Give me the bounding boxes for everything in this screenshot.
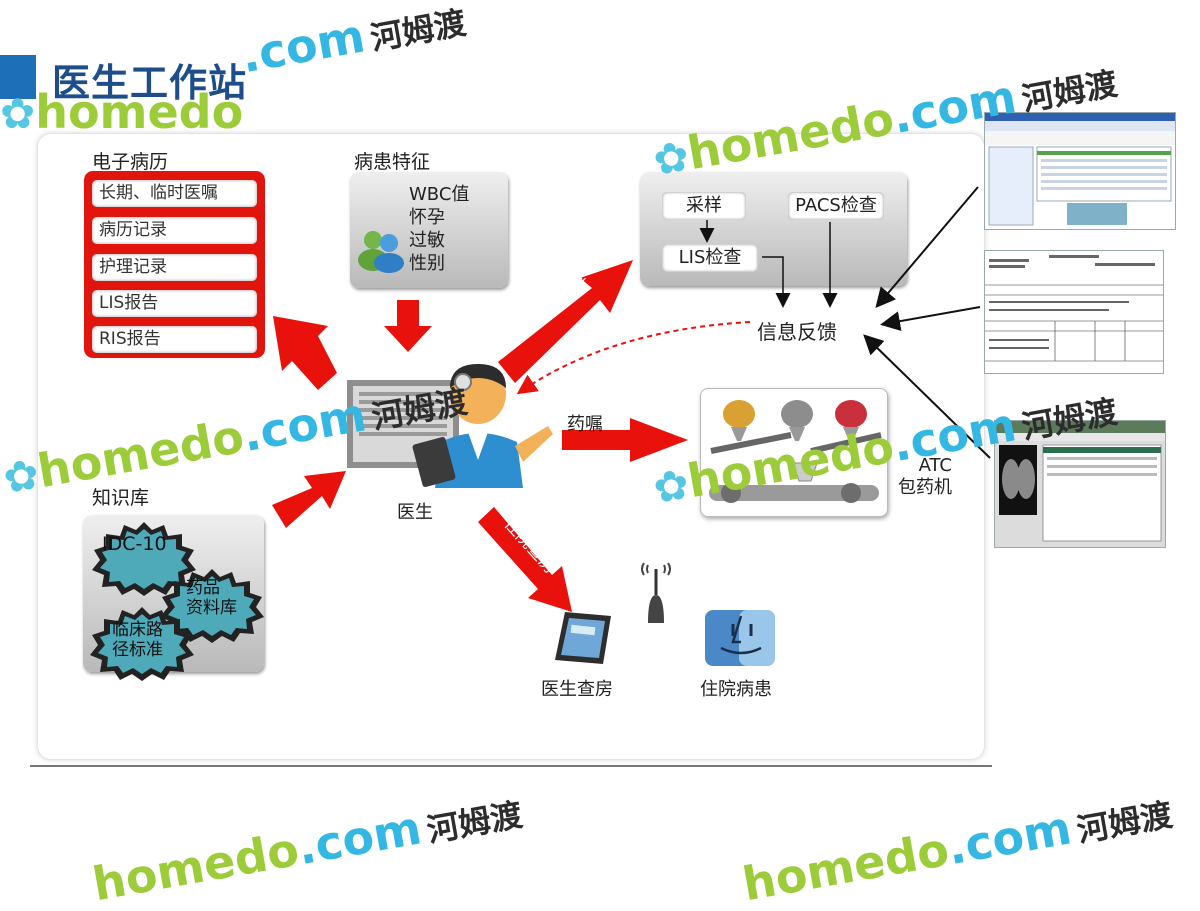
emr-item-nursing: 护理记录 bbox=[92, 254, 257, 281]
arrow-ward-round bbox=[478, 507, 572, 612]
atc-machine-box bbox=[700, 388, 888, 517]
doctor-icon bbox=[347, 364, 553, 488]
drug-database-badge bbox=[160, 569, 264, 643]
pacs-viewer-thumbnail bbox=[994, 420, 1166, 548]
patients-icon bbox=[358, 231, 404, 273]
emr-heading: 电子病历 bbox=[92, 151, 169, 173]
arrow-knowledge-to-doctor bbox=[272, 471, 346, 528]
feature-gender: 性别 bbox=[409, 253, 445, 274]
icd10-label: IDC-10 bbox=[102, 533, 167, 555]
his-screen-thumbnail bbox=[984, 112, 1176, 230]
inpatient-label: 住院病患 bbox=[700, 679, 772, 700]
sampling-box: 采样 bbox=[662, 192, 746, 220]
arrow-doctor-to-exam bbox=[498, 260, 633, 383]
emr-box: 长期、临时医嘱 病历记录 护理记录 LIS报告 RIS报告 bbox=[84, 171, 265, 358]
feedback-label: 信息反馈 bbox=[757, 320, 837, 344]
tablet-icon bbox=[555, 612, 611, 664]
wireless-antenna-icon bbox=[641, 562, 671, 623]
page-title: 医生工作站 bbox=[52, 61, 248, 105]
features-list: WBC值 怀孕 过敏 性别 bbox=[409, 183, 469, 275]
emr-item-orders: 长期、临时医嘱 bbox=[92, 180, 257, 207]
icd10-badge bbox=[92, 522, 196, 596]
emr-item-lis-report: LIS报告 bbox=[92, 290, 257, 317]
emr-item-ris-report: RIS报告 bbox=[92, 326, 257, 353]
title-accent-bar bbox=[0, 55, 36, 99]
emr-item-records: 病历记录 bbox=[92, 217, 257, 244]
atc-label: ATC 包药机 bbox=[898, 455, 952, 498]
medical-order-label: 药嘱 bbox=[567, 414, 603, 435]
arrow-doctor-to-emr bbox=[273, 316, 337, 390]
clinical-pathway-label: 临床路 径标准 bbox=[112, 620, 163, 660]
arrow-features-to-doctor bbox=[384, 300, 432, 352]
pill-machine-icon bbox=[709, 400, 882, 503]
pacs-box: PACS检查 bbox=[788, 192, 884, 220]
bottom-divider bbox=[30, 765, 992, 767]
knowledge-heading: 知识库 bbox=[92, 487, 150, 509]
features-heading: 病患特征 bbox=[354, 151, 431, 173]
arrow-feedback bbox=[516, 321, 751, 395]
exam-box: 采样 PACS检查 LIS检查 bbox=[640, 172, 907, 286]
clinical-pathway-badge bbox=[90, 607, 194, 681]
drug-database-label: 药品 资料库 bbox=[186, 578, 237, 618]
report-form-thumbnail bbox=[984, 250, 1164, 374]
arrow-medical-order bbox=[562, 418, 688, 462]
feature-pregnancy: 怀孕 bbox=[409, 207, 445, 228]
feature-allergy: 过敏 bbox=[409, 230, 445, 251]
doctor-label: 医生 bbox=[397, 502, 433, 523]
lis-box: LIS检查 bbox=[662, 244, 758, 272]
feature-wbc: WBC值 bbox=[409, 184, 470, 205]
finder-face-icon bbox=[705, 610, 775, 666]
doctor-round-label: 医生查房 bbox=[541, 679, 613, 700]
